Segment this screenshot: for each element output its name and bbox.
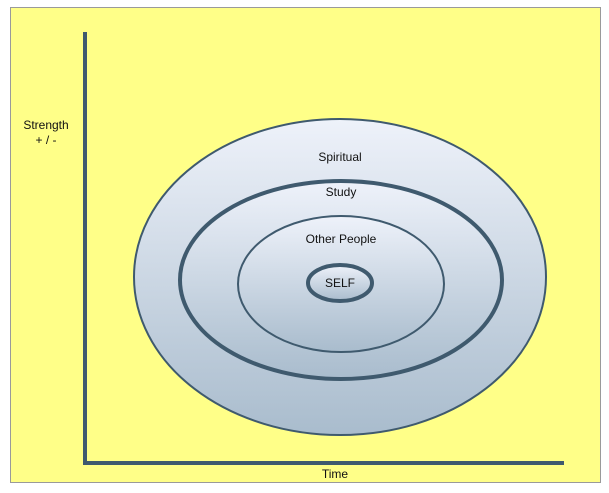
label-self: SELF (325, 276, 355, 290)
label-other-people: Other People (306, 232, 377, 246)
y-axis-label-line1: Strength (23, 118, 69, 132)
y-axis-label-line2: + / - (35, 133, 57, 147)
ring-self (306, 263, 374, 303)
label-spiritual: Spiritual (318, 150, 361, 164)
y-axis-label: Strength + / - (14, 118, 78, 148)
x-axis-label: Time (321, 467, 349, 481)
label-study: Study (326, 185, 357, 199)
